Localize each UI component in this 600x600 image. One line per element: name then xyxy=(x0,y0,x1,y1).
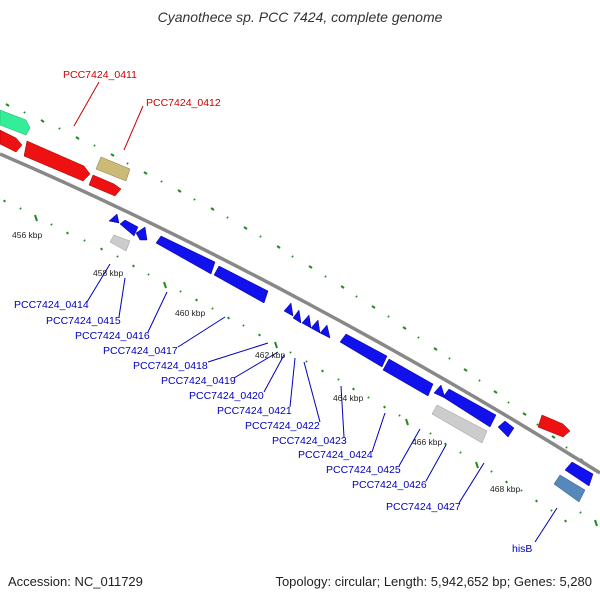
position-marker-456: 456 kbp xyxy=(12,230,43,240)
gene-feature[interactable] xyxy=(155,235,216,275)
reverse-gene-labels: PCC7424_0414 PCC7424_0415 PCC7424_0416 P… xyxy=(14,299,532,555)
gene-label-hisb[interactable]: hisB xyxy=(512,543,532,555)
gene-feature[interactable] xyxy=(497,420,515,438)
gene-label-pcc7424-0420[interactable]: PCC7424_0420 xyxy=(189,390,264,402)
forward-gene-labels: PCC7424_0411 PCC7424_0412 xyxy=(63,69,221,109)
genome-summary-text: Topology: circular; Length: 5,942,652 bp… xyxy=(275,574,592,589)
genome-backbone xyxy=(0,152,600,475)
gene-feature[interactable] xyxy=(119,219,139,237)
gene-label-pcc7424-0416[interactable]: PCC7424_0416 xyxy=(75,330,150,342)
gene-feature[interactable] xyxy=(564,461,594,487)
gene-label-pcc7424-0424[interactable]: PCC7424_0424 xyxy=(298,449,373,461)
map-title: Cyanothece sp. PCC 7424, complete genome xyxy=(157,9,443,25)
gene-label-pcc7424-0414[interactable]: PCC7424_0414 xyxy=(14,299,89,311)
gene-label-pcc7424-0415[interactable]: PCC7424_0415 xyxy=(46,315,121,327)
gene-label-pcc7424-0421[interactable]: PCC7424_0421 xyxy=(217,405,292,417)
gene-feature[interactable] xyxy=(310,319,321,334)
gene-feature[interactable] xyxy=(537,414,571,438)
gene-feature[interactable] xyxy=(339,333,388,368)
gene-feature[interactable] xyxy=(319,324,331,339)
gene-feature[interactable] xyxy=(553,474,586,503)
gene-feature[interactable] xyxy=(213,265,269,304)
gene-feature[interactable] xyxy=(0,129,23,153)
gene-feature[interactable] xyxy=(109,234,131,252)
inner-tick-ring xyxy=(3,199,598,527)
gene-label-pcc7424-0411[interactable]: PCC7424_0411 xyxy=(63,69,137,81)
gene-feature[interactable] xyxy=(292,309,302,324)
gene-feature[interactable] xyxy=(301,314,312,329)
gene-feature[interactable] xyxy=(95,156,131,182)
gene-feature[interactable] xyxy=(108,213,120,224)
gene-feature[interactable] xyxy=(433,384,446,399)
gene-label-pcc7424-0419[interactable]: PCC7424_0419 xyxy=(161,375,236,387)
forward-label-leaders xyxy=(73,81,144,151)
reverse-strand-features xyxy=(108,213,594,503)
gene-feature[interactable] xyxy=(135,226,148,241)
gene-feature[interactable] xyxy=(283,302,294,317)
position-marker-462: 462 kbp xyxy=(255,350,286,360)
gene-label-pcc7424-0417[interactable]: PCC7424_0417 xyxy=(103,345,178,357)
gene-label-pcc7424-0426[interactable]: PCC7424_0426 xyxy=(352,479,427,491)
gene-label-pcc7424-0412[interactable]: PCC7424_0412 xyxy=(146,97,221,109)
position-markers: 456 kbp 458 kbp 460 kbp 462 kbp 464 kbp … xyxy=(12,230,521,494)
gene-feature[interactable] xyxy=(382,358,434,397)
gene-label-pcc7424-0423[interactable]: PCC7424_0423 xyxy=(272,435,347,447)
gene-feature[interactable] xyxy=(88,174,122,197)
gene-feature[interactable] xyxy=(23,140,91,182)
position-marker-466: 466 kbp xyxy=(412,437,443,447)
gene-feature[interactable] xyxy=(431,404,488,444)
forward-strand-features xyxy=(0,109,571,438)
gene-feature[interactable] xyxy=(0,109,31,136)
gene-label-pcc7424-0427[interactable]: PCC7424_0427 xyxy=(386,501,461,513)
position-marker-468: 468 kbp xyxy=(490,484,521,494)
position-marker-458: 458 kbp xyxy=(93,268,124,278)
accession-text: Accession: NC_011729 xyxy=(8,574,143,589)
gene-label-pcc7424-0425[interactable]: PCC7424_0425 xyxy=(326,464,401,476)
gene-label-pcc7424-0422[interactable]: PCC7424_0422 xyxy=(245,420,320,432)
gene-feature[interactable] xyxy=(442,388,497,428)
gene-label-pcc7424-0418[interactable]: PCC7424_0418 xyxy=(133,360,208,372)
reverse-label-leaders xyxy=(86,263,558,543)
position-marker-464: 464 kbp xyxy=(333,393,364,403)
position-marker-460: 460 kbp xyxy=(175,308,206,318)
